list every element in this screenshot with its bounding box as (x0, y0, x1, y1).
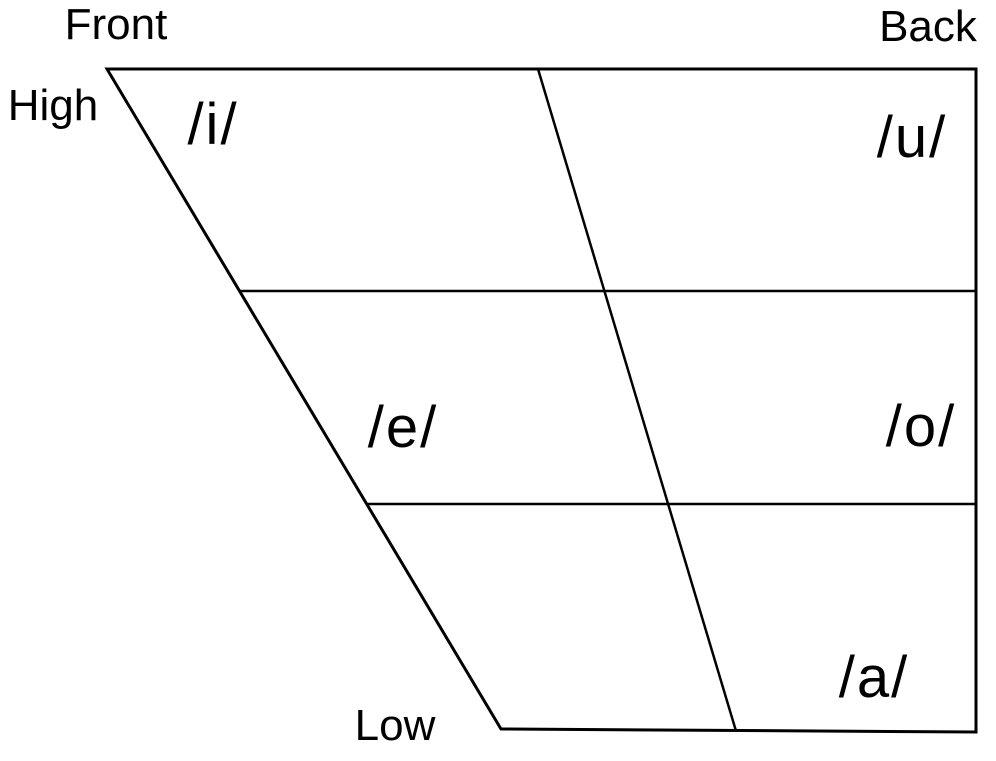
vowel-symbol-o: /o/ (885, 394, 957, 459)
back-axis-label: Back (879, 2, 977, 51)
vowel-symbol-a: /a/ (838, 645, 910, 710)
front-back-divider-line (536, 68, 738, 732)
vowel-symbol-u: /u/ (876, 105, 948, 170)
vowel-symbol-e: /e/ (367, 395, 439, 460)
high-axis-label: High (7, 81, 99, 130)
low-axis-label: Low (354, 701, 436, 750)
trapezoid-outline (104, 67, 978, 734)
vowel-symbol-i: /i/ (187, 92, 239, 157)
front-axis-label: Front (64, 0, 168, 49)
